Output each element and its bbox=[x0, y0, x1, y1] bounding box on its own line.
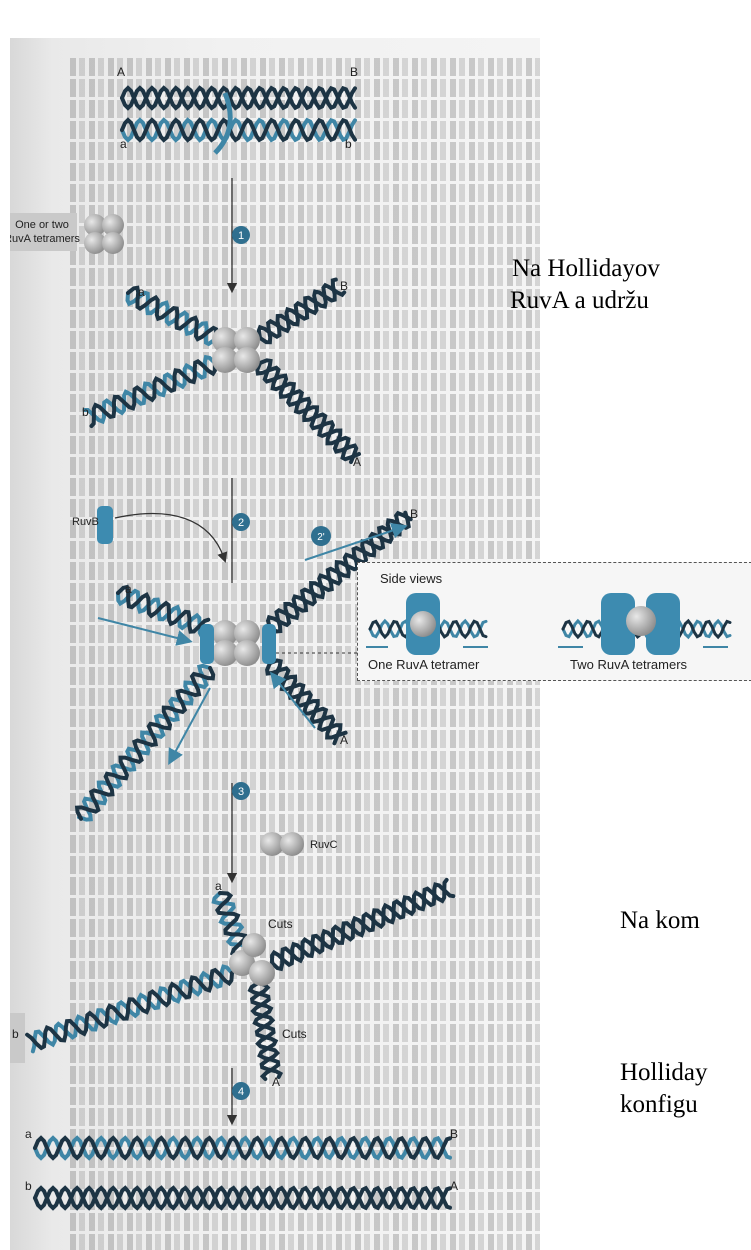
cuts-label-top: Cuts bbox=[268, 917, 293, 931]
svg-text:1: 1 bbox=[238, 230, 244, 242]
ruva-label-box bbox=[10, 213, 77, 251]
product-duplex-aB bbox=[33, 1135, 452, 1161]
side-views-title: Side views bbox=[380, 571, 443, 586]
slide-text-line4: Holliday bbox=[620, 1059, 708, 1086]
ruvc-icon bbox=[260, 832, 304, 856]
dna-duplex-top-AB bbox=[120, 85, 357, 111]
step-badge-3: 3 bbox=[232, 782, 250, 800]
holliday-junction-diagram: A B a b One or two RuvA tetramers 1 2 2'… bbox=[10, 65, 458, 1211]
left-margin-box bbox=[10, 1013, 25, 1063]
two-ruva-side bbox=[601, 593, 680, 655]
label-a-stage4: a bbox=[215, 879, 222, 893]
slide-text-line5: konfigu bbox=[620, 1091, 698, 1118]
dna-duplex-top-ab bbox=[120, 117, 357, 143]
ruvb-icon bbox=[97, 506, 113, 544]
caption-one-tetramer: One RuvA tetramer bbox=[368, 657, 480, 672]
label-A-stage2: A bbox=[353, 455, 361, 469]
label-a-stage3: a bbox=[125, 582, 132, 596]
svg-text:2': 2' bbox=[317, 532, 325, 543]
svg-text:2: 2 bbox=[238, 517, 244, 529]
label-a-top: a bbox=[120, 137, 127, 151]
label-b-top: b bbox=[345, 137, 352, 151]
ruva-bound bbox=[212, 327, 260, 373]
step-badge-2: 2 bbox=[232, 513, 250, 531]
label-B-stage2: B bbox=[340, 279, 348, 293]
migration-arrow-right bbox=[270, 671, 316, 729]
label-A-stage4: A bbox=[272, 1075, 280, 1089]
label-A-stage3: A bbox=[340, 733, 348, 747]
label-B-top: B bbox=[350, 65, 358, 79]
migration-arrow-top bbox=[304, 522, 408, 561]
label-b-stage2: b bbox=[82, 405, 89, 419]
step-badge-2-prime: 2' bbox=[311, 526, 331, 546]
caption-two-tetramers: Two RuvA tetramers bbox=[570, 657, 688, 672]
junction-with-ruvc bbox=[25, 877, 456, 1081]
migration-arrow-bottom bbox=[168, 687, 211, 766]
one-ruva-side bbox=[406, 593, 440, 655]
label-A-final: A bbox=[450, 1179, 458, 1193]
slide-text-line1: Na Hollidayov bbox=[512, 255, 660, 282]
migration-arrow-left bbox=[97, 617, 193, 646]
ruvb-arrow bbox=[114, 512, 228, 563]
background-print-texture bbox=[10, 38, 540, 1250]
step-badge-4: 4 bbox=[232, 1082, 250, 1100]
ruva-tetramer-icon bbox=[84, 214, 124, 254]
label-a-final: a bbox=[25, 1127, 32, 1141]
ruvc-bound bbox=[229, 933, 275, 986]
side-views-drawing bbox=[366, 593, 732, 655]
ruvab-complex bbox=[200, 620, 276, 666]
ruvb-label: RuvB bbox=[72, 516, 99, 528]
ruvc-label: RuvC bbox=[310, 839, 338, 851]
svg-text:4: 4 bbox=[238, 1086, 244, 1098]
junction-with-ruvab bbox=[74, 510, 413, 822]
side-views-panel: Side views One RuvA tetramer Two RuvA te… bbox=[357, 562, 751, 681]
svg-text:3: 3 bbox=[238, 786, 244, 798]
label-A-top: A bbox=[117, 65, 125, 79]
junction-with-ruva bbox=[82, 277, 361, 464]
label-a-stage2: a bbox=[138, 285, 145, 299]
product-duplex-bA bbox=[33, 1185, 452, 1211]
step-badge-1: 1 bbox=[232, 226, 250, 244]
label-B-final: B bbox=[450, 1127, 458, 1141]
label-B-stage3: B bbox=[410, 507, 418, 521]
ruva-label-line1: One or two bbox=[15, 219, 69, 231]
label-b-final: b bbox=[25, 1179, 32, 1193]
slide-text-line2: RuvA a udržu bbox=[510, 287, 649, 314]
cuts-label-bottom: Cuts bbox=[282, 1027, 307, 1041]
slide-text-line3: Na kom bbox=[620, 907, 700, 934]
ruva-label-line2: RuvA tetramers bbox=[10, 233, 80, 245]
crossover-strand bbox=[213, 92, 233, 155]
label-b-stage4: b bbox=[12, 1027, 19, 1041]
